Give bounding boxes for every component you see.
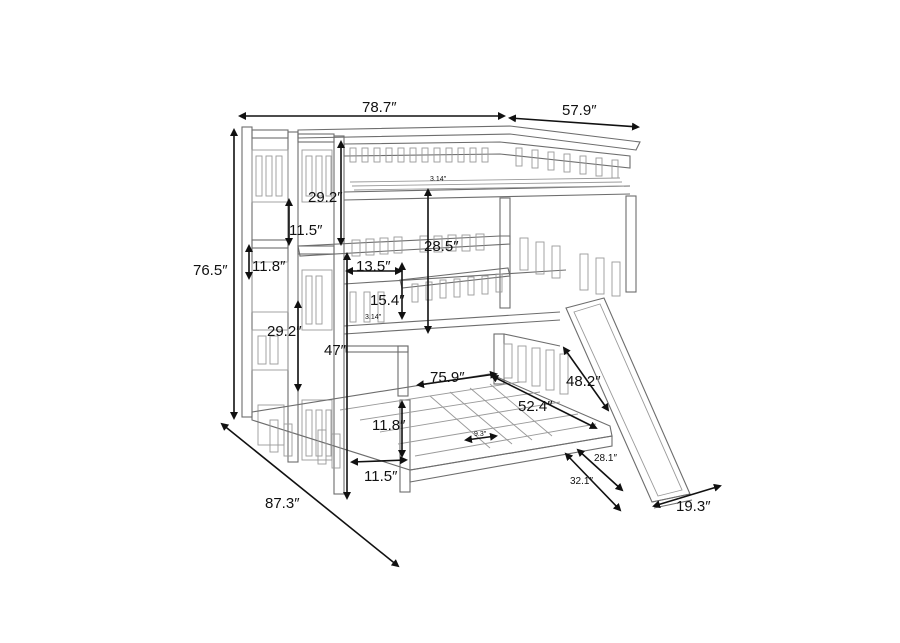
slat-gap-label: 9.3″ [474,431,487,438]
bottom-ladder-gap-label: 11.5″ [364,468,398,485]
left-end-frame [241,126,345,495]
top-guardrail-height-label: 29.2″ [308,189,343,206]
bottom-step-height-label: 11.8″ [372,417,406,434]
middle-opening-label: 13.5″ [356,258,391,275]
top-ladder-gap-label: 11.5″ [289,222,323,239]
middle-height-label: 47″ [324,342,347,359]
slide-width-label: 19.3″ [676,498,711,515]
bunk-bed-drawing [241,125,693,509]
overall-length-label: 78.7″ [362,99,397,116]
dimension-arrows [220,112,722,568]
bottom-length-label: 75.9″ [430,369,465,386]
slide-offset-a-label: 28.1″ [594,453,617,464]
overall-width-label: 57.9″ [562,102,597,119]
middle-guardrail-label: 15.4″ [370,292,405,309]
top-to-middle-clearance-label: 28.5″ [424,238,459,255]
middle-small-a-label: 3.14″ [365,314,382,321]
left-step-height-label: 11.8″ [252,258,286,275]
slide-length-label: 48.2″ [566,373,601,390]
diagonal-length-label: 87.3″ [265,495,300,512]
overall-height-label: 76.5″ [193,262,228,279]
slide-offset-b-label: 32.1″ [570,476,593,487]
dimension-labels: 78.7″ 57.9″ 76.5″ 87.3″ 29.2″ 11.5″ 28.5… [193,99,711,515]
bottom-width-label: 52.4″ [518,398,553,415]
middle-ladder-height-label: 29.2″ [267,323,302,340]
top-small-a-label: 3.14″ [430,176,447,183]
